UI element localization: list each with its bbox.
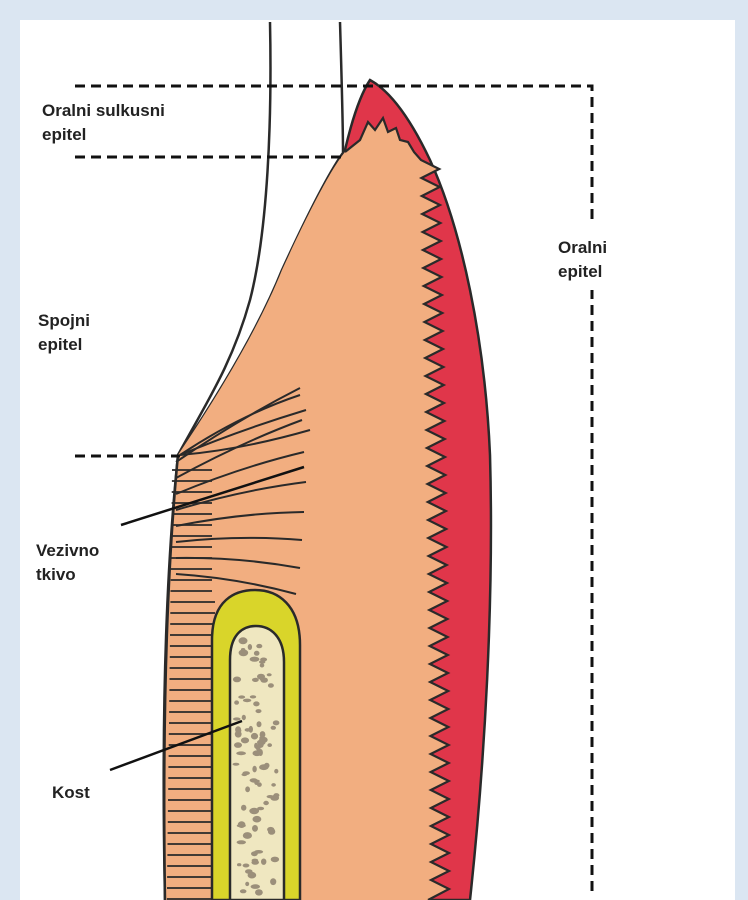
trabecula-speck [238, 695, 245, 698]
trabecula-speck [241, 648, 245, 651]
trabecula-speck [270, 878, 276, 885]
label-connective-tissue: Vezivno tkivo [36, 539, 99, 587]
trabecula-speck [254, 850, 263, 854]
trabecula-speck [252, 859, 259, 862]
trabecula-speck [243, 832, 252, 839]
trabecula-speck [243, 699, 251, 703]
trabecula-speck [241, 737, 249, 743]
trabecula-speck [261, 859, 266, 865]
trabecula-speck [241, 805, 246, 811]
label-line: epitel [558, 260, 607, 284]
trabecula-speck [271, 783, 276, 787]
trabecula-speck [271, 726, 276, 730]
label-bone: Kost [52, 781, 90, 805]
label-line: Spojni [38, 309, 90, 333]
trabecula-speck [253, 701, 259, 706]
trabecula-speck [248, 872, 257, 879]
trabecula-speck [268, 828, 275, 835]
trabecula-speck [250, 657, 260, 662]
label-oral-sulcular-epithelium: Oralni sulkusni epitel [42, 99, 165, 147]
trabecula-speck [267, 673, 272, 676]
label-line: Kost [52, 781, 90, 805]
trabecula-speck [254, 651, 260, 656]
label-junctional-epithelium: Spojni epitel [38, 309, 90, 357]
trabecula-speck [242, 715, 246, 720]
trabecula-speck [239, 637, 248, 644]
trabecula-speck [233, 717, 241, 720]
trabecula-speck [249, 808, 259, 814]
trabecula-speck [267, 795, 274, 798]
label-line: Oralni sulkusni [42, 99, 165, 123]
trabecula-speck [257, 674, 265, 680]
label-line: epitel [42, 123, 165, 147]
trabecula-speck [251, 733, 258, 740]
trabecula-speck [257, 721, 262, 727]
trabecula-speck [252, 678, 259, 682]
trabecula-speck [256, 744, 261, 751]
label-line: epitel [38, 333, 90, 357]
trabecula-speck [233, 763, 240, 766]
label-oral-epithelium: Oralni epitel [558, 236, 607, 284]
trabecula-speck [248, 644, 252, 650]
trabecula-speck [240, 889, 247, 893]
trabecula-speck [273, 720, 280, 725]
trabecula-speck [251, 884, 260, 889]
trabecula-speck [263, 801, 269, 805]
trabecula-speck [273, 793, 279, 797]
label-line: Oralni [558, 236, 607, 260]
trabecula-speck [260, 663, 265, 667]
trabecula-speck [268, 683, 274, 688]
trabecula-speck [252, 766, 256, 773]
trabecula-speck [256, 644, 262, 648]
trabecula-speck [253, 816, 262, 823]
trabecula-speck [251, 779, 260, 782]
trabecula-speck [271, 857, 279, 863]
trabecula-speck [245, 728, 251, 732]
trabecula-speck [237, 863, 241, 866]
trabecula-speck [274, 769, 278, 774]
label-line: Vezivno [36, 539, 99, 563]
trabecula-speck [256, 709, 262, 713]
trabecula-speck [245, 882, 249, 886]
trabecula-speck [243, 864, 250, 868]
trabecula-speck [234, 742, 242, 748]
trabecula-speck [235, 726, 241, 733]
trabecula-speck [252, 825, 258, 832]
trabecula-speck [233, 677, 241, 683]
trabecula-speck [236, 751, 246, 755]
trabecula-speck [259, 660, 265, 663]
trabecula-speck [255, 889, 263, 895]
trabecula-speck [250, 695, 256, 698]
trabecula-speck [245, 786, 250, 792]
trabecula-speck [243, 771, 250, 775]
trabecula-speck [257, 782, 262, 787]
trabecula-speck [234, 700, 239, 704]
trabecula-speck [264, 763, 269, 769]
trabecula-speck [253, 750, 262, 756]
trabecula-speck [237, 840, 246, 844]
trabecula-speck [267, 743, 272, 747]
connective-tissue-region [164, 118, 449, 900]
label-line: tkivo [36, 563, 99, 587]
trabecula-speck [238, 821, 246, 828]
trabecula-speck [260, 731, 266, 738]
